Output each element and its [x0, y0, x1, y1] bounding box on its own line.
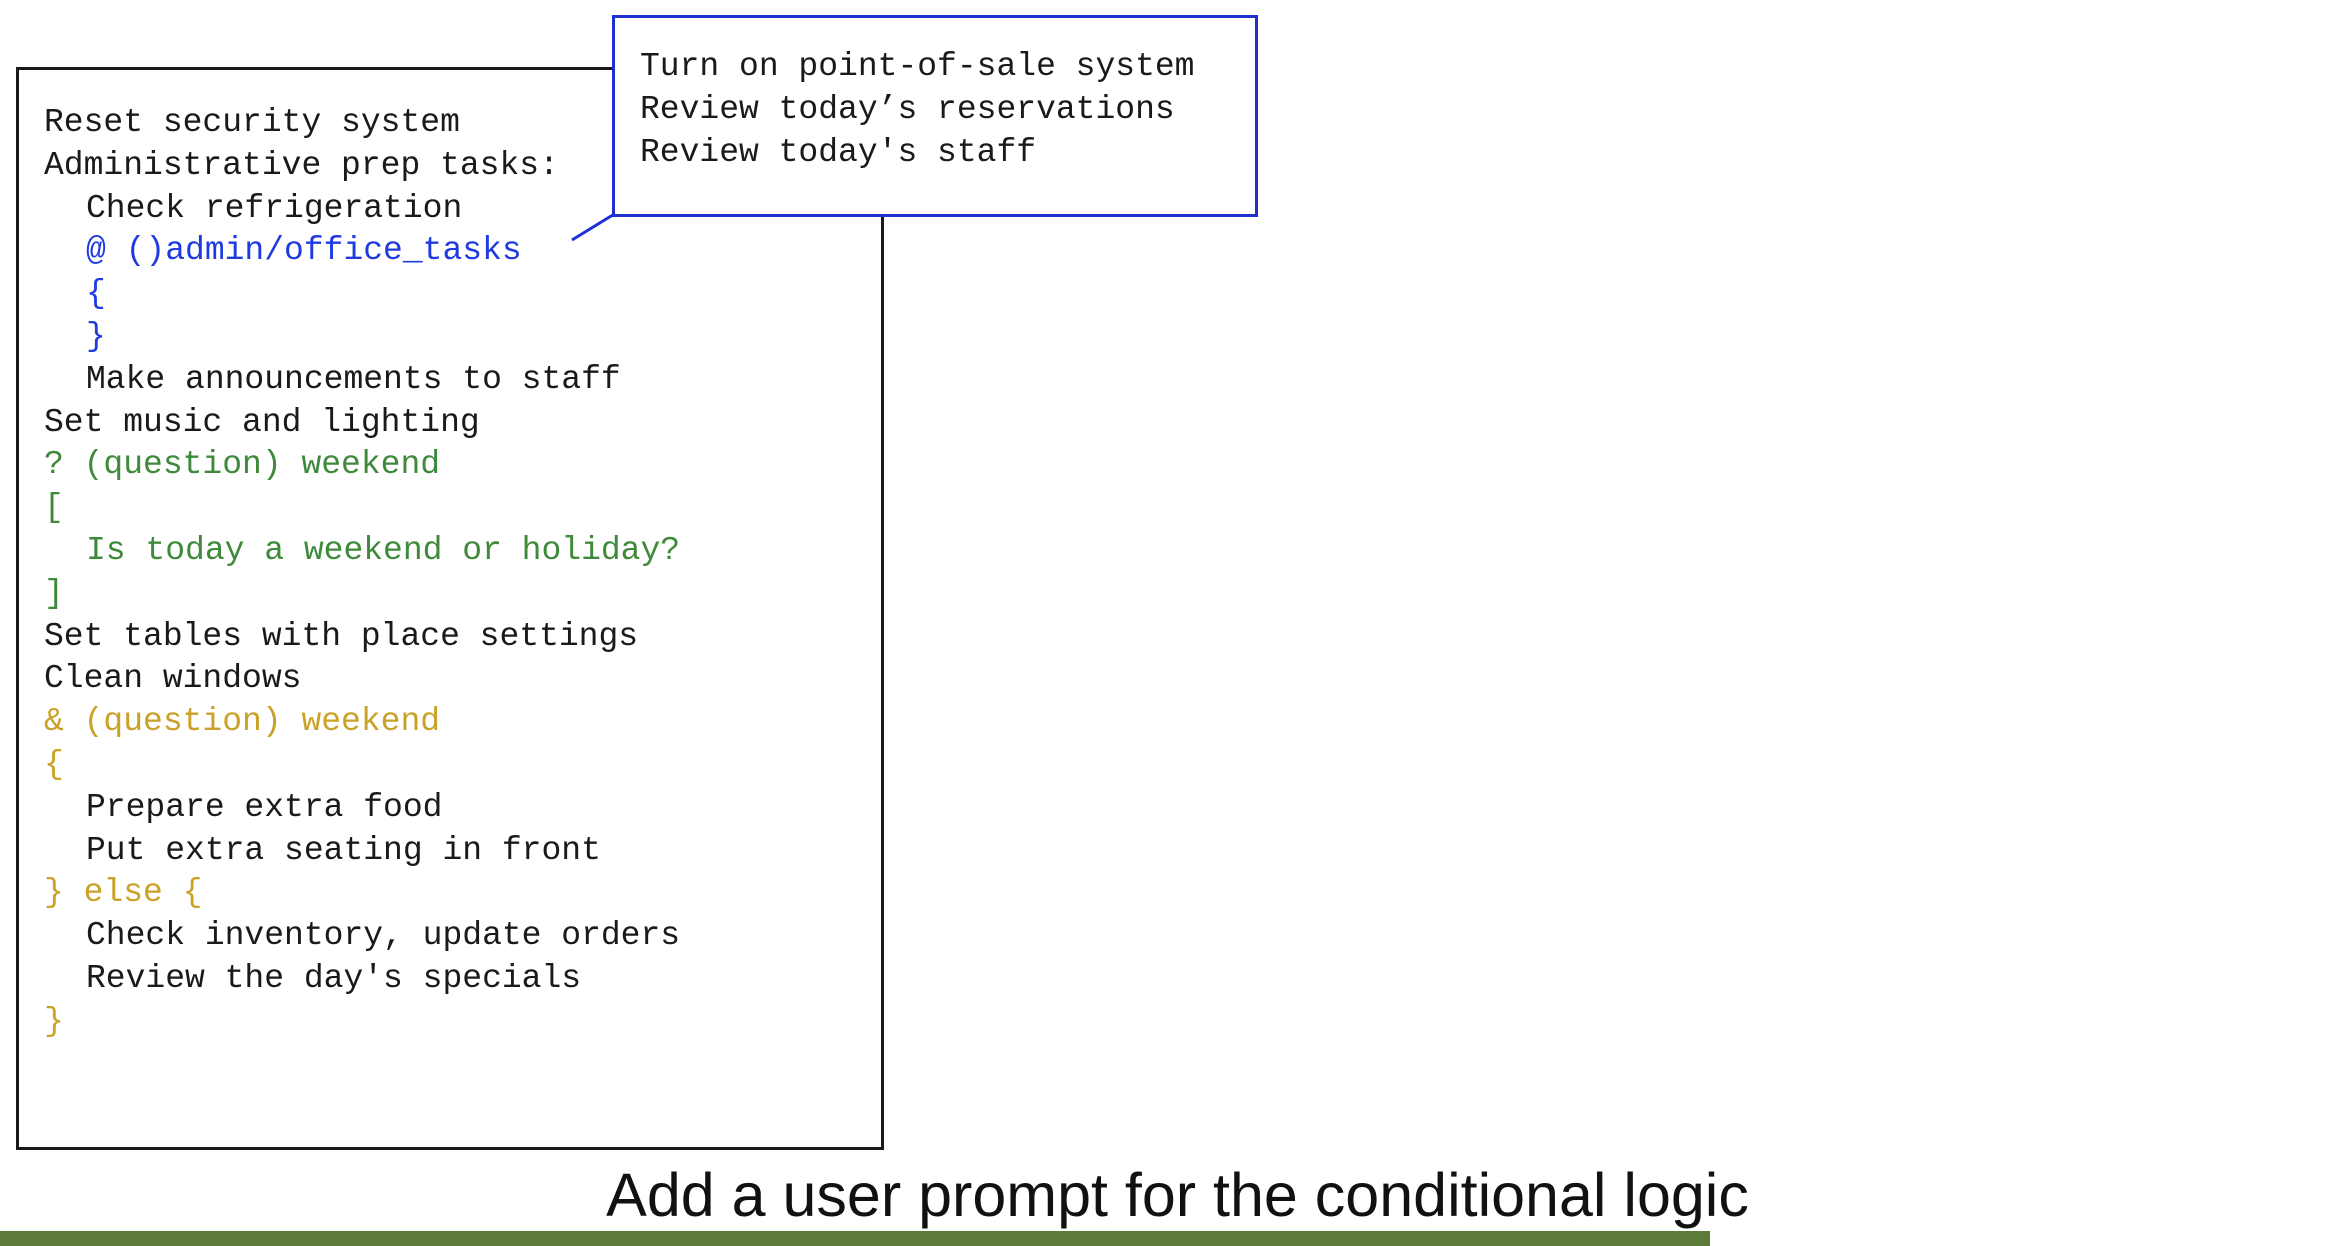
code-line-prompt: Is today a weekend or holiday?	[86, 531, 681, 569]
bottom-accent-bar	[0, 1231, 1710, 1246]
code-line: Reset security system	[44, 104, 460, 141]
code-line: }	[86, 317, 106, 355]
code-line-office-tasks-link: @ ()admin/office_tasks	[86, 232, 522, 270]
code-line-else: } else {	[44, 874, 203, 912]
callout-line: Review today's staff	[640, 133, 1037, 171]
code-line: Clean windows	[44, 660, 302, 698]
code-line: Check refrigeration	[86, 189, 463, 227]
callout-line: Turn on point-of-sale system	[640, 48, 1195, 85]
slide-caption: Add a user prompt for the conditional lo…	[0, 1160, 2347, 1230]
code-line: Prepare extra food	[86, 788, 443, 826]
callout-line: Review today’s reservations	[640, 90, 1175, 128]
code-line: {	[44, 745, 64, 783]
code-line-question: ? (question) weekend	[44, 446, 441, 484]
callout-box: Turn on point-of-sale system Review toda…	[612, 15, 1258, 217]
code-line: Review the day's specials	[86, 959, 582, 997]
code-line: Set music and lighting	[44, 403, 480, 441]
code-panel: Reset security system Administrative pre…	[16, 67, 884, 1150]
code-line: Check inventory, update orders	[86, 917, 681, 955]
code-line: {	[86, 275, 106, 313]
code-line: Administrative prep tasks:	[44, 146, 559, 184]
code-lines: Reset security system Administrative pre…	[44, 102, 680, 1044]
code-line: [	[44, 489, 64, 527]
code-line-conditional: & (question) weekend	[44, 703, 441, 741]
code-line: Put extra seating in front	[86, 831, 601, 869]
code-line: Make announcements to staff	[86, 360, 621, 398]
code-line: }	[44, 1002, 64, 1040]
code-line: ]	[44, 574, 64, 612]
caption-text: Add a user prompt for the conditional lo…	[606, 1161, 1749, 1229]
code-line: Set tables with place settings	[44, 617, 639, 655]
